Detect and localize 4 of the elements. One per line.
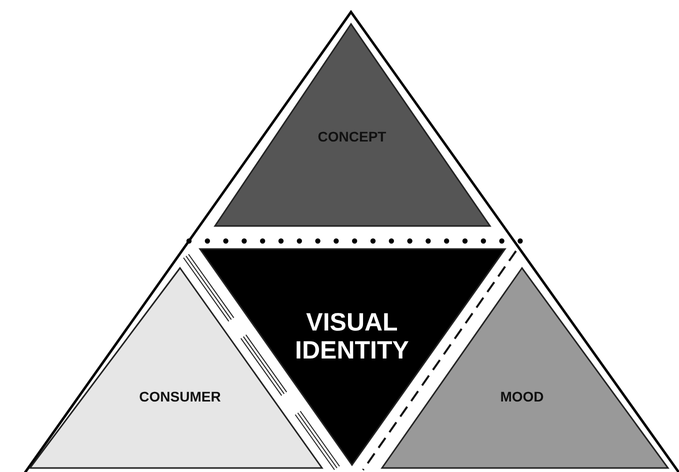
triangle-label: CONSUMER [139,389,221,405]
triangle-label: CONCEPT [318,129,386,145]
triangle-label: VISUAL IDENTITY [294,310,410,364]
triangle-label: MOOD [500,389,544,405]
